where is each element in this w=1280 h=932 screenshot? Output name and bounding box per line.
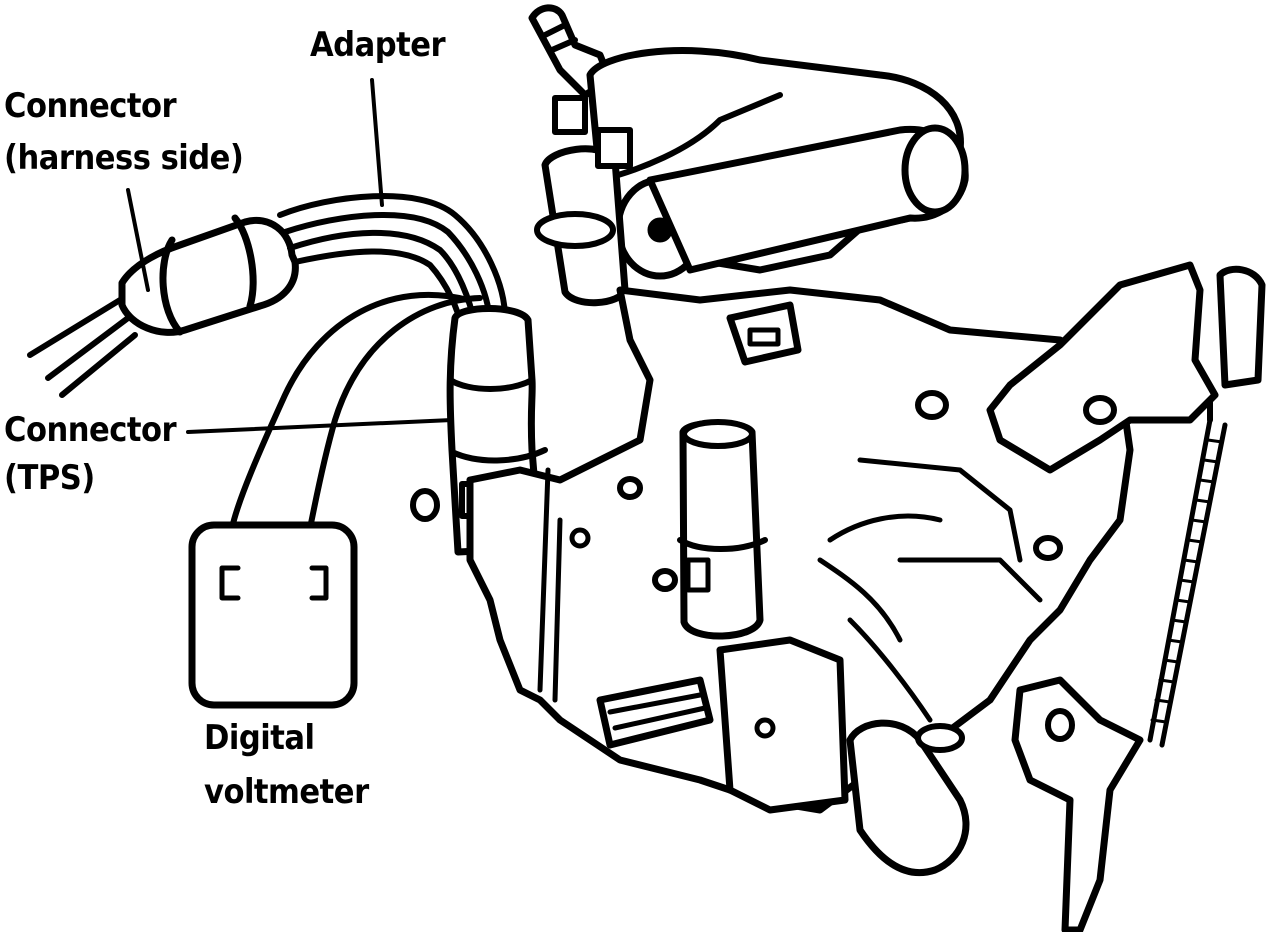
voltmeter-label-line2: voltmeter xyxy=(204,772,369,812)
tps-connector-leader xyxy=(186,418,454,434)
throttle-body xyxy=(410,4,1266,932)
harness-connector xyxy=(27,214,299,398)
connector-harness-label-line2: (harness side) xyxy=(4,138,244,178)
digital-voltmeter xyxy=(188,521,358,709)
adapter-leader xyxy=(370,78,384,207)
adapter-label: Adapter xyxy=(310,25,446,65)
harness-connector-leader xyxy=(126,188,150,292)
return-spring xyxy=(1147,417,1228,748)
connector-harness-label-line1: Connector xyxy=(4,86,177,126)
leader-lines xyxy=(126,78,454,434)
voltmeter-label-line1: Digital xyxy=(204,718,315,758)
connector-tps-label-line2: (TPS) xyxy=(4,458,95,498)
connector-tps-label-line1: Connector xyxy=(4,410,177,450)
voltmeter-leads xyxy=(229,291,483,531)
